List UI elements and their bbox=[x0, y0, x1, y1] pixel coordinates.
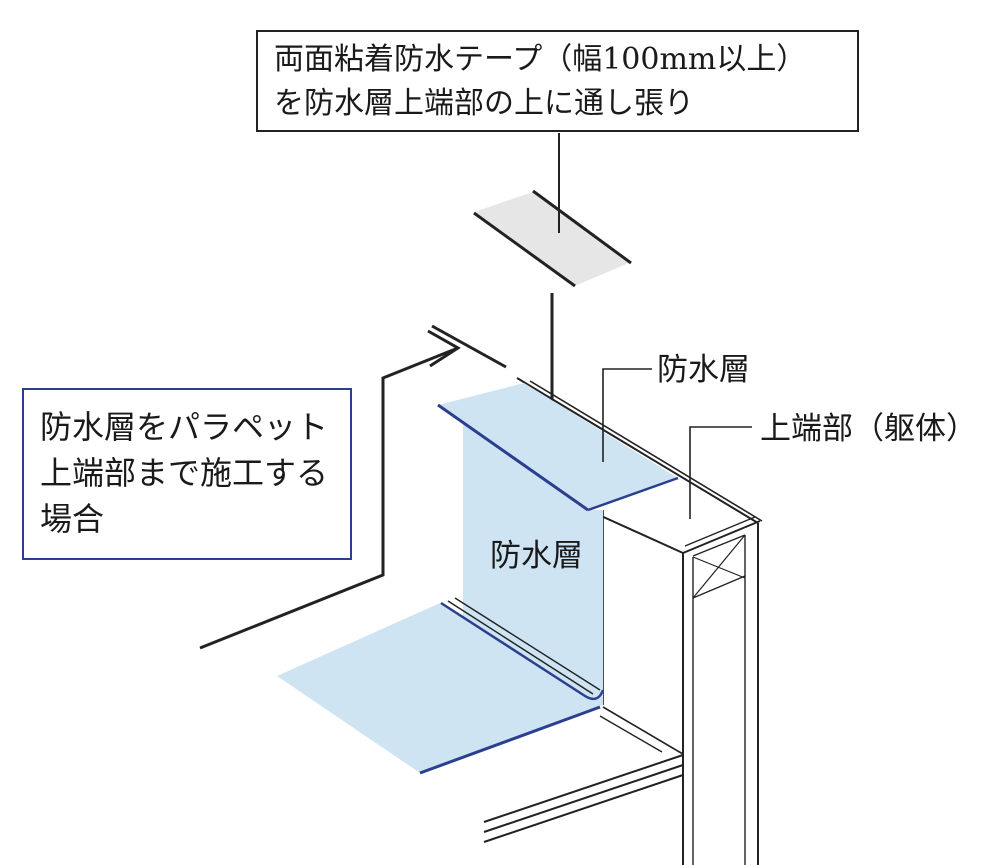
callout-left-box: 防水層をパラペット 上端部まで施工する 場合 bbox=[22, 388, 352, 560]
callout-left-line-1: 防水層をパラペット bbox=[40, 408, 329, 446]
waterproof-layer bbox=[277, 383, 679, 775]
parapet-body bbox=[483, 377, 763, 865]
label-parapet-top-leader bbox=[689, 426, 752, 519]
callout-top-box: 両面粘着防水テープ（幅100mm以上） を防水層上端部の上に通し張り bbox=[256, 30, 859, 132]
label-waterproof-layer-top: 防水層 bbox=[657, 352, 750, 388]
callout-top-line-1: 両面粘着防水テープ（幅100mm以上） bbox=[274, 42, 807, 77]
callout-left-line-3: 場合 bbox=[40, 500, 105, 538]
callout-top-line-2: を防水層上端部の上に通し張り bbox=[274, 86, 694, 121]
callout-left-arrow-icon bbox=[199, 324, 507, 650]
label-waterproof-top-leader bbox=[602, 368, 652, 462]
callout-left-line-2: 上端部まで施工する bbox=[40, 454, 329, 492]
double-sided-tape bbox=[473, 189, 632, 288]
label-parapet-top: 上端部（躯体） bbox=[760, 411, 977, 447]
label-waterproof-layer-wall: 防水層 bbox=[490, 538, 583, 574]
